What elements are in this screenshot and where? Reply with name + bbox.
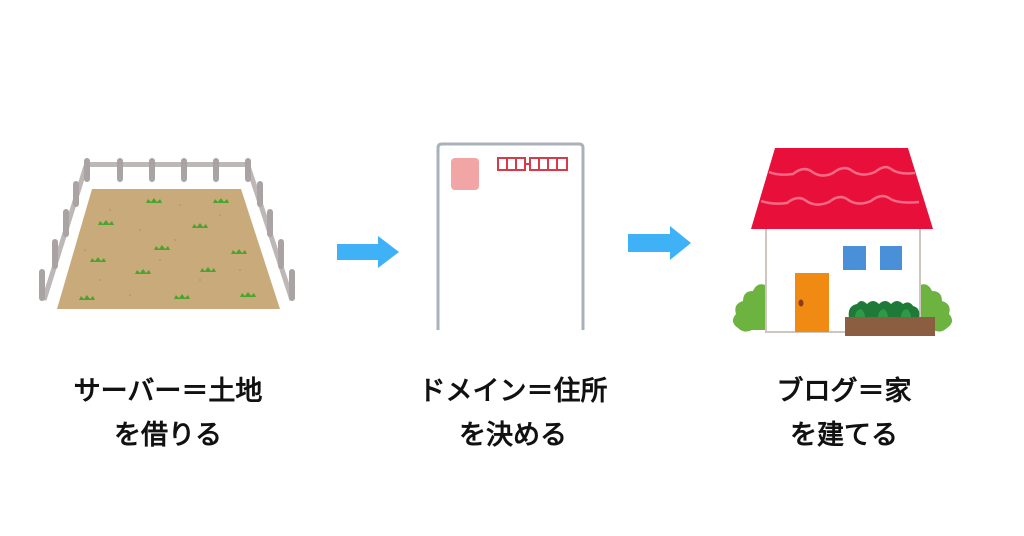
caption-domain-line2: を決める xyxy=(459,420,567,451)
planter xyxy=(845,317,935,336)
caption-server-line2: を借りる xyxy=(114,420,222,451)
caption-domain: ドメイン＝住所 を決める xyxy=(363,370,663,458)
caption-server-line1: サーバー＝土地 xyxy=(73,376,263,407)
caption-server: サーバー＝土地 を借りる xyxy=(18,370,318,458)
window xyxy=(843,246,866,270)
caption-domain-line1: ドメイン＝住所 xyxy=(418,376,608,407)
caption-blog-line1: ブログ＝家 xyxy=(776,376,912,407)
window xyxy=(880,246,902,270)
caption-blog-line2: を建てる xyxy=(790,420,898,451)
caption-blog: ブログ＝家 を建てる xyxy=(694,370,994,458)
stamp-area xyxy=(451,158,479,190)
door xyxy=(795,273,829,332)
